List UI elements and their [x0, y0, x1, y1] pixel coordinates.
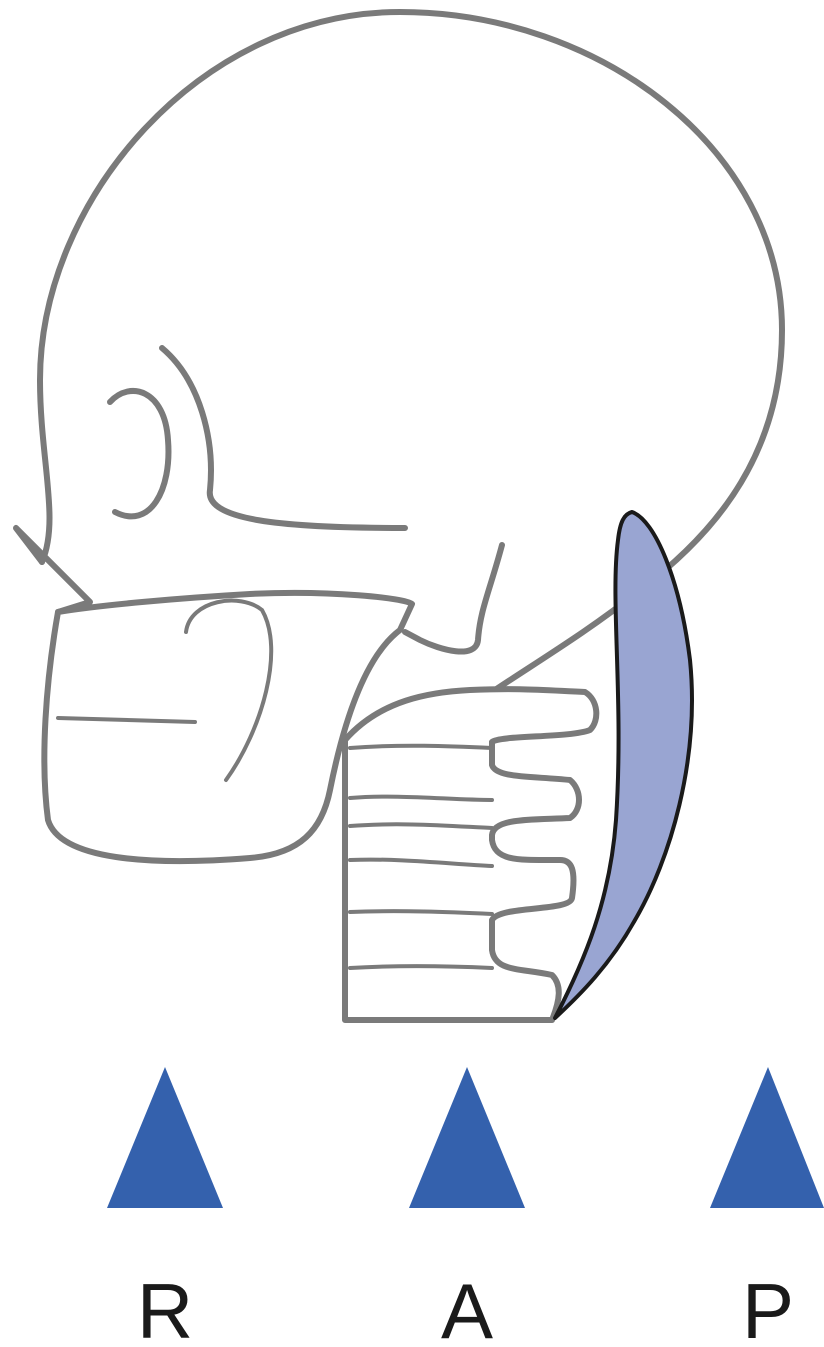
vertebra-line — [350, 746, 492, 748]
view-label-r: R — [137, 1267, 193, 1347]
zygomatic-line — [162, 348, 405, 528]
view-label-a: A — [441, 1267, 493, 1347]
view-marker-triangle — [710, 1067, 824, 1208]
vertebra-line — [350, 966, 492, 968]
view-marker-triangle — [409, 1067, 525, 1208]
view-label-p: P — [742, 1267, 794, 1347]
cervical-spine — [345, 689, 596, 1020]
face-profile — [16, 528, 90, 612]
mastoid-line — [405, 545, 502, 652]
view-marker-triangle — [107, 1067, 223, 1208]
ear — [110, 391, 168, 516]
neck-muscle — [555, 512, 692, 1018]
